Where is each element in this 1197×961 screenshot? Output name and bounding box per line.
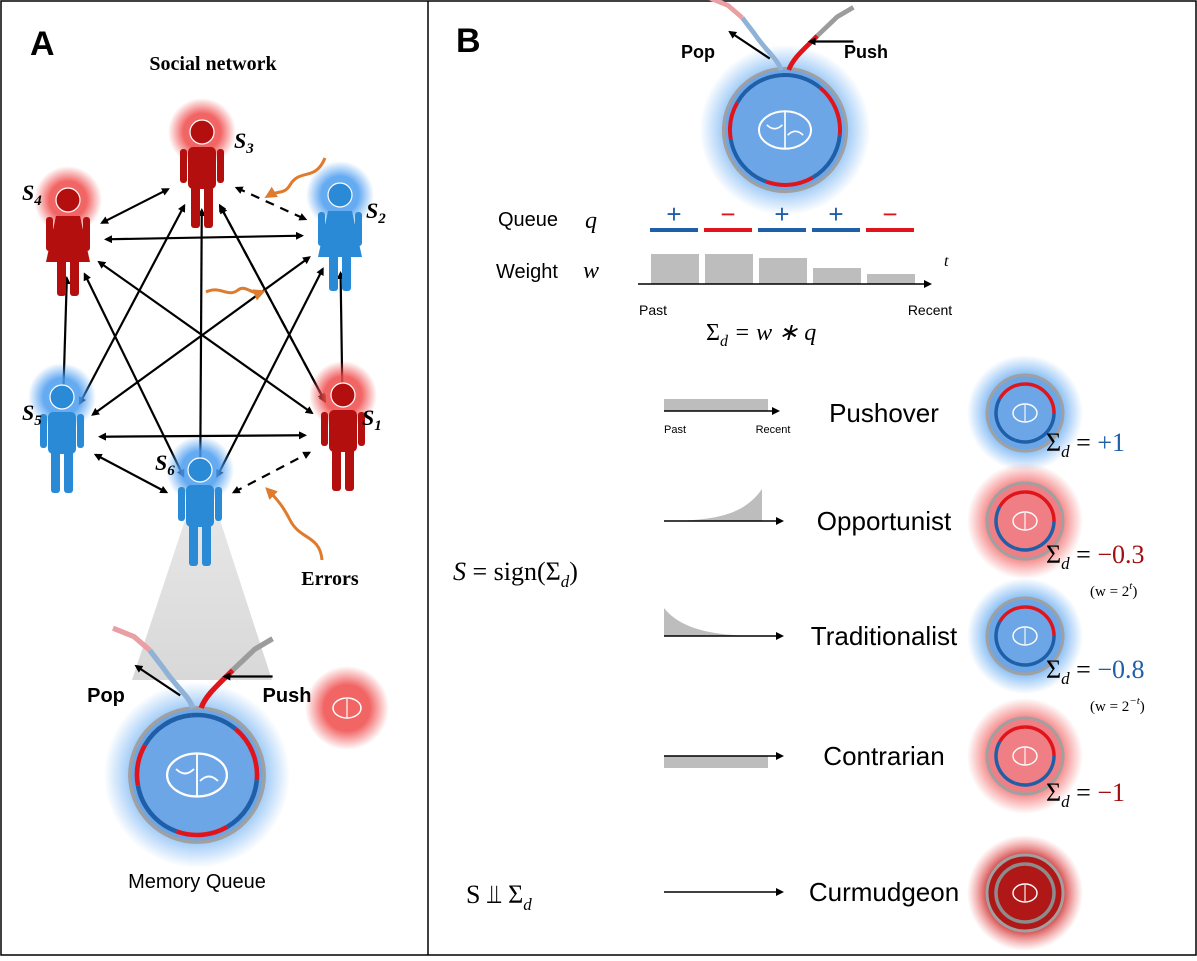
agent-label-s1: S1	[362, 405, 382, 434]
type-name-5: Curmudgeon	[809, 877, 959, 907]
network-edges	[59, 186, 347, 494]
pushover-recent-label: Recent	[756, 424, 791, 436]
queue-symbol: q	[585, 208, 597, 234]
type-name-2: Opportunist	[817, 506, 952, 536]
type-name-3: Traditionalist	[811, 621, 958, 651]
type-traditionalist: Traditionalist Σd = −0.8 (w = 2−t)	[664, 578, 1145, 715]
queue-sign-4: +	[828, 199, 843, 229]
edge-s4-s1	[97, 260, 314, 415]
push-label-b: Push	[844, 42, 888, 62]
panel-a-label: A	[30, 25, 55, 63]
edge-s3-s4	[100, 188, 170, 224]
memory-queue-large	[104, 625, 290, 868]
queue-label: Queue	[498, 209, 558, 231]
weight-bar-3	[759, 258, 807, 284]
weight-bar-2	[705, 254, 753, 284]
edge-s3-s1	[218, 203, 327, 404]
queue-signs: + − + + −	[650, 199, 914, 232]
agent-label-s6: S6	[155, 450, 175, 479]
edge-s5-s1	[97, 431, 308, 441]
agent-label-s2: S2	[366, 198, 386, 227]
social-network-title: Social network	[149, 53, 277, 75]
agent-types: Past Recent Pushover Σd = +1 Opportunist Σd =…	[664, 355, 1145, 951]
type-pushover: Past Recent Pushover Σd = +1	[664, 355, 1125, 471]
agent-label-s5: S5	[22, 400, 42, 429]
edge-s4-s2	[103, 231, 305, 244]
pop-label-b: Pop	[681, 42, 715, 62]
past-label: Past	[639, 302, 667, 318]
weight-bar-4	[813, 268, 861, 284]
type-value-1: Σd = +1	[1046, 428, 1125, 461]
incoming-red-opinion	[305, 666, 389, 750]
type-value-4: Σd = −1	[1046, 778, 1125, 811]
edge-s5-s6	[93, 453, 169, 494]
type-name-4: Contrarian	[823, 741, 944, 771]
errors-label: Errors	[301, 568, 359, 590]
weight-bar-1	[651, 254, 699, 284]
type-curmudgeon: Curmudgeon	[664, 835, 1083, 951]
recent-label: Recent	[908, 302, 952, 318]
type-contrarian: Contrarian Σd = −1	[664, 698, 1125, 814]
edge-s6-s1	[231, 451, 312, 494]
agent-s4: S4	[22, 166, 102, 296]
error-arrow-bottom	[265, 487, 324, 561]
agent-s5: S5	[22, 363, 96, 493]
type-value-2: Σd = −0.3	[1046, 540, 1144, 573]
type-value-3: Σd = −0.8	[1046, 655, 1144, 688]
panel-b-label: B	[456, 22, 481, 60]
pop-label-a: Pop	[87, 685, 125, 707]
queue-sign-3: +	[774, 199, 789, 229]
agent-s1: S1	[309, 361, 382, 491]
sum-formula: Σd = w ∗ q	[706, 320, 816, 350]
edge-s3-s5	[78, 203, 186, 406]
agent-s2: S2	[306, 161, 386, 291]
agent-label-s3: S3	[234, 128, 254, 157]
type-note-3: (w = 2−t)	[1090, 695, 1145, 715]
queue-sign-1: +	[666, 199, 681, 229]
type-note-2: (w = 2t)	[1090, 580, 1137, 600]
type-name-1: Pushover	[829, 398, 939, 428]
edge-s4-s6	[83, 272, 185, 478]
memory-queue-label: Memory Queue	[128, 871, 266, 893]
queue-sign-5: −	[882, 199, 897, 229]
sign-formula: S = sign(Σd)	[453, 557, 578, 591]
pushover-past-label: Past	[664, 424, 686, 436]
agent-s3: S3	[168, 98, 254, 228]
independence-formula: S ⫫ Σd	[466, 880, 532, 914]
queue-sign-2: −	[720, 199, 735, 229]
error-arrow-middle	[205, 286, 266, 301]
weight-bars	[651, 254, 915, 284]
weight-symbol: w	[583, 258, 599, 284]
agent-s6: S6	[155, 436, 234, 566]
agent-label-s4: S4	[22, 180, 42, 209]
weight-bar-5	[867, 274, 915, 284]
error-arrow-top	[264, 157, 327, 199]
edge-s3-s2	[234, 186, 308, 221]
memory-queue-top	[699, 0, 871, 216]
weight-label: Weight	[496, 261, 558, 283]
edge-s3-s6	[196, 207, 206, 475]
time-axis-var: t	[944, 253, 949, 270]
edge-s3-s1	[219, 205, 326, 402]
push-label-a: Push	[263, 685, 312, 707]
memory-beam	[132, 520, 272, 680]
type-opportunist: Opportunist Σd = −0.3 (w = 2t)	[664, 463, 1144, 600]
